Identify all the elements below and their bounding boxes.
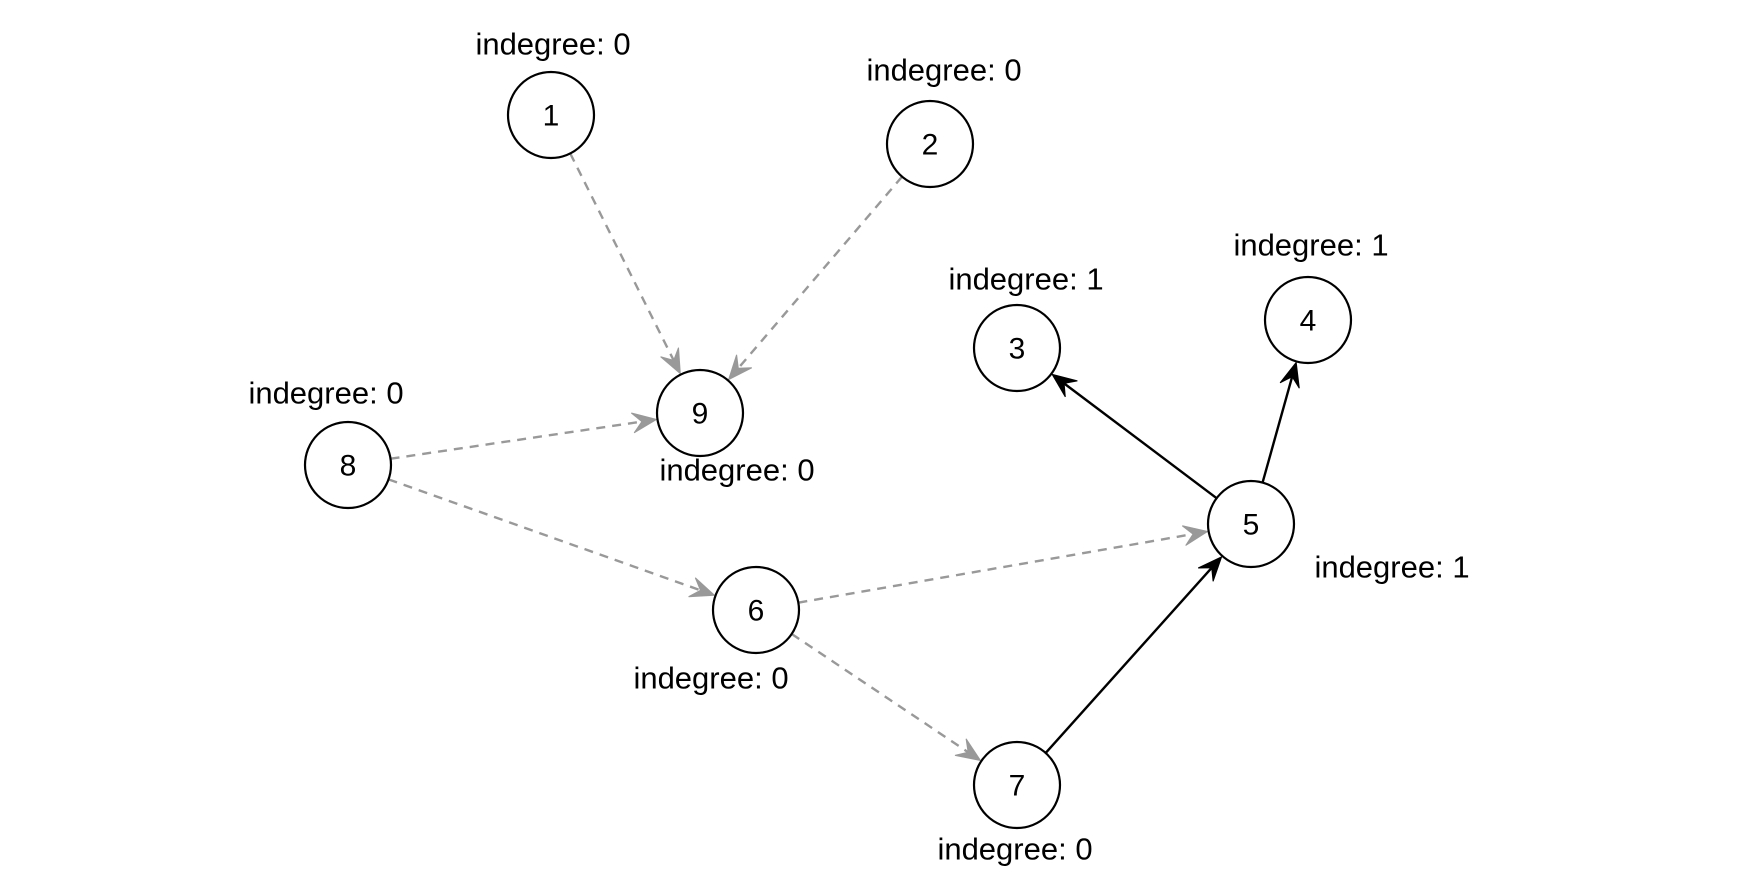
edge-line	[791, 632, 969, 754]
arrowhead	[727, 354, 753, 381]
node-circle	[1263, 275, 1353, 365]
node-number: 6	[748, 595, 765, 628]
edge-line	[1044, 567, 1213, 754]
node-number: 1	[543, 100, 560, 133]
edge-line	[390, 420, 642, 460]
node-circle	[885, 99, 975, 189]
node-6: 6	[711, 565, 801, 655]
node-number: 9	[692, 398, 709, 431]
indegree-label-5: indegree: 1	[1314, 550, 1469, 585]
arrowhead	[660, 347, 681, 375]
edge-5-to-3	[1051, 373, 1218, 500]
edge-6-to-7	[791, 632, 982, 762]
edge-6-to-5	[798, 525, 1209, 604]
node-circle	[972, 740, 1062, 830]
edge-line	[1261, 376, 1294, 483]
node-4: 4	[1263, 275, 1353, 365]
node-number: 2	[922, 129, 939, 162]
arrowhead	[688, 577, 716, 598]
indegree-label-9: indegree: 0	[659, 453, 814, 488]
edge-1-to-9	[569, 152, 681, 375]
node-7: 7	[972, 740, 1062, 830]
edge-8-to-6	[388, 478, 716, 598]
edge-7-to-5	[1044, 555, 1223, 754]
indegree-label-4: indegree: 1	[1233, 228, 1388, 263]
edge-line	[569, 152, 675, 361]
labels-layer: indegree: 0 indegree: 0 indegree: 1 indegre…	[248, 27, 1469, 867]
indegree-label-6: indegree: 0	[633, 661, 788, 696]
node-number: 7	[1009, 770, 1026, 803]
arrowhead	[1181, 525, 1209, 546]
node-3: 3	[972, 303, 1062, 393]
arrowhead	[1197, 555, 1223, 582]
indegree-label-7: indegree: 0	[937, 832, 1092, 867]
node-1: 1	[506, 70, 596, 160]
node-number: 5	[1243, 509, 1260, 542]
node-5: 5	[1206, 479, 1296, 569]
edge-line	[388, 478, 701, 592]
arrowhead	[954, 738, 982, 762]
node-circle	[711, 565, 801, 655]
edge-2-to-9	[727, 175, 903, 381]
node-circle	[655, 368, 745, 458]
node-circle	[506, 70, 596, 160]
indegree-label-1: indegree: 0	[475, 27, 630, 62]
indegree-label-2: indegree: 0	[866, 53, 1021, 88]
node-circle	[303, 420, 393, 510]
edge-8-to-9	[390, 412, 658, 460]
node-circle	[1206, 479, 1296, 569]
edge-line	[737, 175, 903, 370]
node-8: 8	[303, 420, 393, 510]
arrowhead	[1279, 361, 1300, 389]
node-9: 9	[655, 368, 745, 458]
indegree-label-8: indegree: 0	[248, 376, 403, 411]
node-circle	[972, 303, 1062, 393]
edge-line	[1063, 382, 1218, 500]
node-number: 3	[1009, 333, 1026, 366]
edge-5-to-4	[1261, 361, 1300, 483]
arrowhead	[1051, 373, 1078, 398]
indegree-label-3: indegree: 1	[948, 262, 1103, 297]
node-number: 4	[1300, 305, 1317, 338]
node-2: 2	[885, 99, 975, 189]
edges-layer	[388, 152, 1300, 762]
node-number: 8	[340, 450, 357, 483]
nodes-layer: 1 2 3 4 5 6 7 8 9	[303, 70, 1353, 830]
arrowhead	[630, 412, 658, 434]
edge-line	[798, 532, 1194, 604]
